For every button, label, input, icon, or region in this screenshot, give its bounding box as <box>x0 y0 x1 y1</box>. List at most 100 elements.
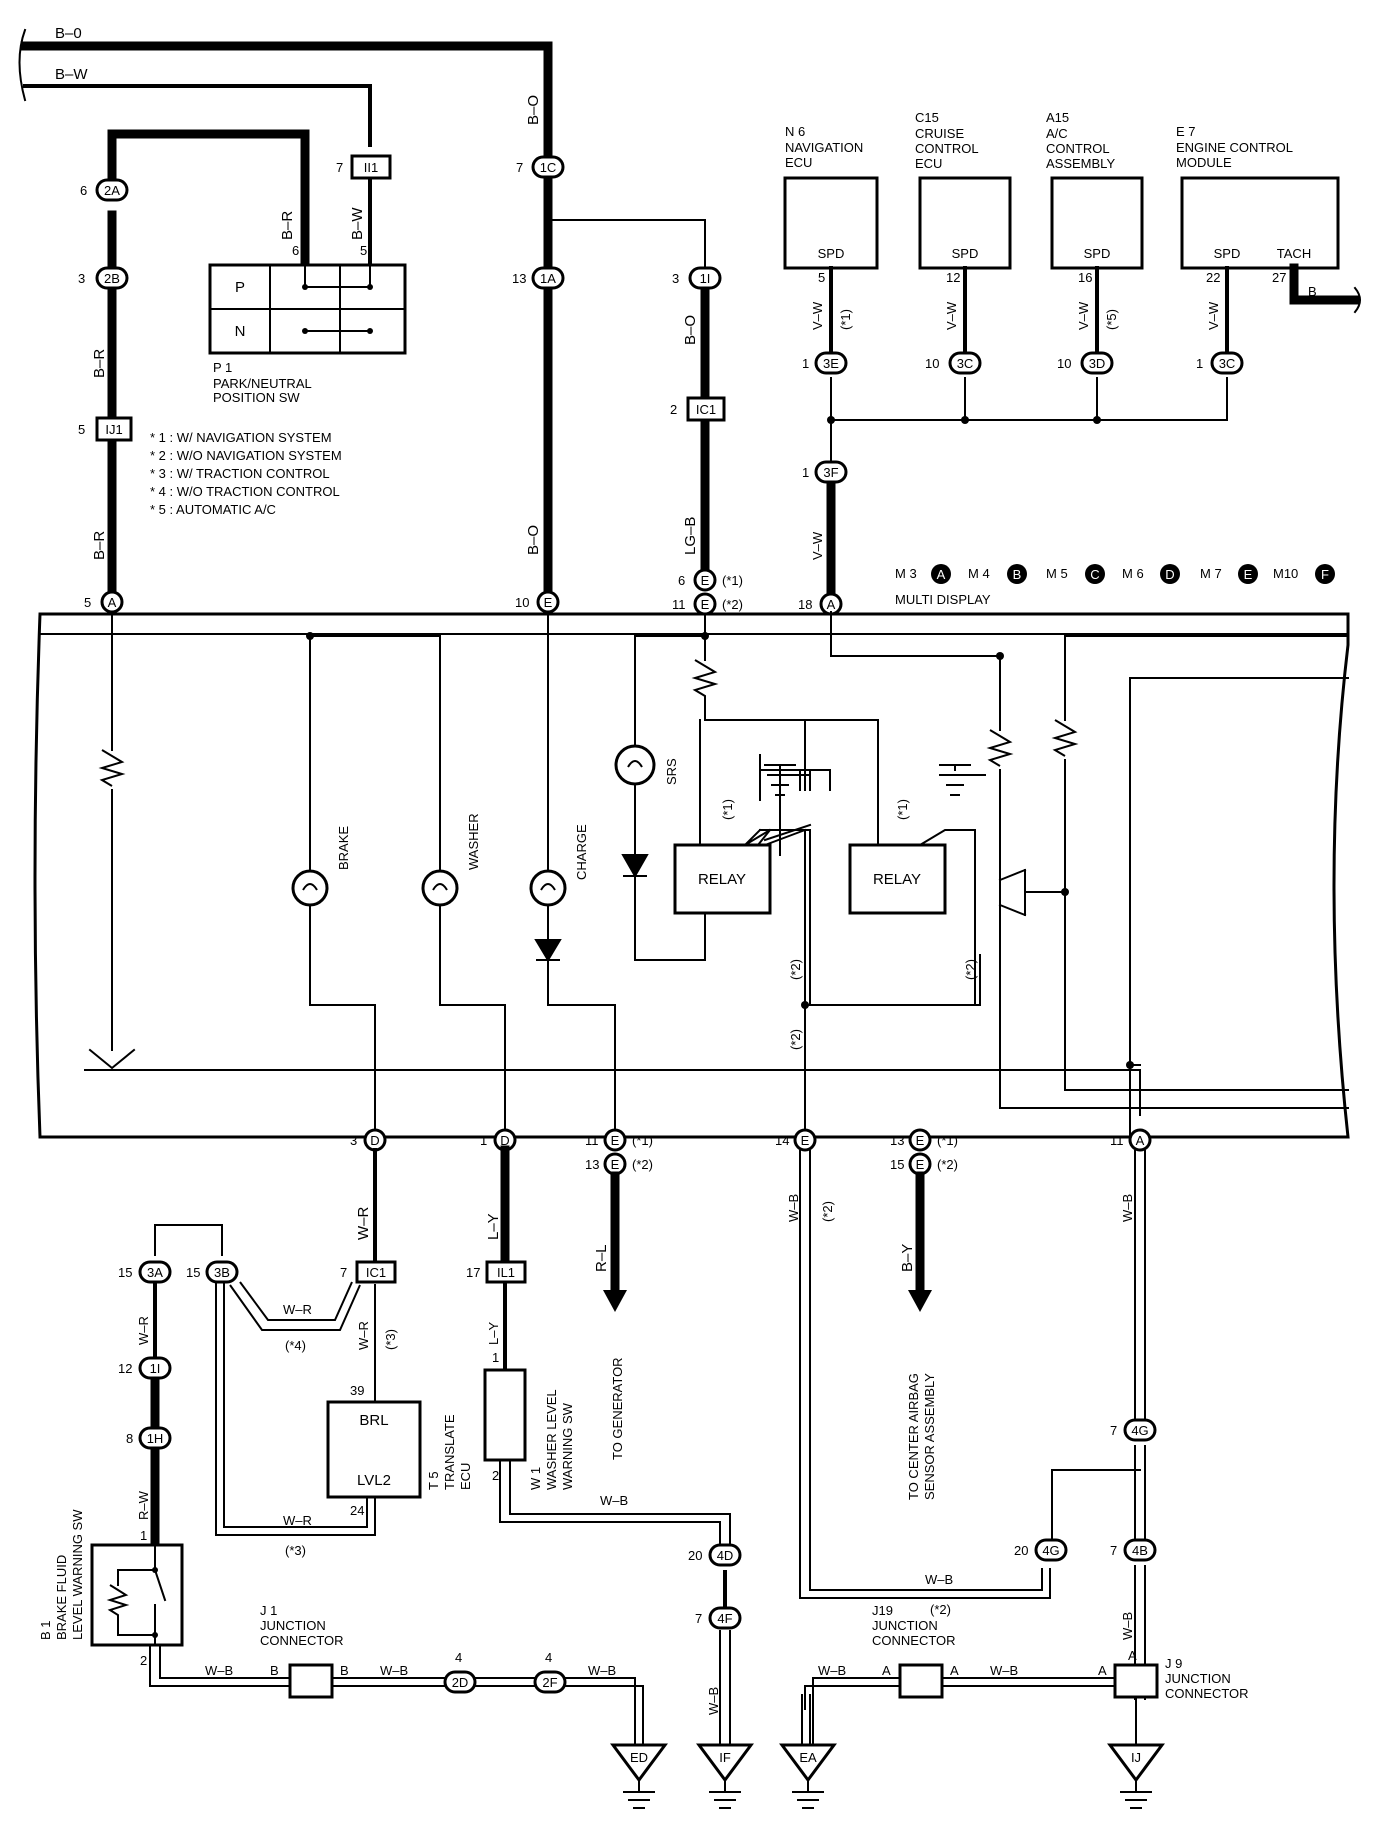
svg-text:D: D <box>1165 567 1174 582</box>
svg-text:* 1 : W/ NAVIGATION SYSTEM: * 1 : W/ NAVIGATION SYSTEM <box>150 430 332 445</box>
svg-text:RELAY: RELAY <box>698 871 746 888</box>
svg-text:IJ1: IJ1 <box>105 422 122 437</box>
svg-text:(*1): (*1) <box>720 799 735 820</box>
wire-br-label-2: B–R <box>91 349 108 378</box>
svg-text:(*2): (*2) <box>820 1201 835 1222</box>
svg-text:7: 7 <box>340 1265 347 1280</box>
connector-3a: 3A 15 <box>118 1260 172 1284</box>
svg-text:18: 18 <box>798 597 812 612</box>
connector-2b: 2B 3 <box>78 266 129 290</box>
svg-text:3: 3 <box>672 271 679 286</box>
svg-text:27: 27 <box>1272 270 1286 285</box>
svg-text:R–L: R–L <box>593 1244 610 1272</box>
svg-text:JUNCTION: JUNCTION <box>1165 1671 1231 1686</box>
svg-text:B–O: B–O <box>525 525 542 555</box>
svg-text:CONTROL: CONTROL <box>1046 141 1110 156</box>
svg-text:ED: ED <box>630 1750 648 1765</box>
connector-3b: 3B 15 <box>186 1260 239 1284</box>
connector-4d: 4D 20 <box>688 1543 742 1567</box>
svg-text:11: 11 <box>1110 1133 1124 1148</box>
svg-text:C15: C15 <box>915 110 939 125</box>
svg-text:20: 20 <box>1014 1543 1028 1558</box>
svg-text:L–Y: L–Y <box>486 1322 501 1345</box>
svg-text:CONTROL: CONTROL <box>915 141 979 156</box>
svg-text:E: E <box>701 573 710 588</box>
svg-text:10: 10 <box>1057 356 1071 371</box>
svg-text:3E: 3E <box>823 356 839 371</box>
svg-text:CRUISE: CRUISE <box>915 126 964 141</box>
svg-text:1: 1 <box>802 356 809 371</box>
destination-generator: TO GENERATOR <box>610 1357 625 1460</box>
svg-text:* 4 : W/O TRACTION CONTROL: * 4 : W/O TRACTION CONTROL <box>150 484 340 499</box>
svg-text:MODULE: MODULE <box>1176 155 1232 170</box>
svg-text:2: 2 <box>670 402 677 417</box>
connector-1a: 1A 13 <box>512 266 565 290</box>
svg-text:M 3: M 3 <box>895 566 917 581</box>
svg-text:13: 13 <box>585 1157 599 1172</box>
svg-text:2B: 2B <box>104 271 120 286</box>
svg-text:2A: 2A <box>104 183 120 198</box>
svg-text:V–W: V–W <box>810 531 825 560</box>
svg-text:1I: 1I <box>150 1361 161 1376</box>
ground-if: IF <box>696 1743 754 1809</box>
svg-text:11: 11 <box>672 597 686 612</box>
connector-3f: 3F 1 <box>802 460 848 484</box>
svg-text:(*2): (*2) <box>963 959 978 980</box>
svg-text:15: 15 <box>186 1265 200 1280</box>
svg-text:1: 1 <box>802 465 809 480</box>
svg-text:W 1: W 1 <box>528 1467 543 1490</box>
svg-text:TO GENERATOR: TO GENERATOR <box>610 1357 625 1460</box>
svg-text:3: 3 <box>78 271 85 286</box>
svg-text:12: 12 <box>946 270 960 285</box>
svg-text:SPD: SPD <box>1084 246 1111 261</box>
connector-3c: 3C 10 <box>925 351 982 375</box>
svg-text:NAVIGATION: NAVIGATION <box>785 140 863 155</box>
svg-text:24: 24 <box>350 1503 364 1518</box>
svg-text:IF: IF <box>719 1750 731 1765</box>
connector-4g-lower: 4G 20 <box>1014 1538 1068 1562</box>
svg-text:5: 5 <box>818 270 825 285</box>
svg-text:TRANSLATE: TRANSLATE <box>442 1414 457 1490</box>
svg-text:1C: 1C <box>540 160 557 175</box>
svg-text:1: 1 <box>480 1133 487 1148</box>
connector-1i: 1I 3 <box>672 266 722 290</box>
connector-3e: 3E 1 <box>802 351 848 375</box>
svg-text:V–W: V–W <box>944 301 959 330</box>
svg-text:3: 3 <box>350 1133 357 1148</box>
svg-text:2D: 2D <box>452 1675 469 1690</box>
connector-1h: 1H 8 <box>126 1426 172 1450</box>
svg-text:E: E <box>916 1133 925 1148</box>
svg-text:ASSEMBLY: ASSEMBLY <box>1046 156 1115 171</box>
svg-text:SPD: SPD <box>952 246 979 261</box>
svg-text:16: 16 <box>1078 270 1092 285</box>
svg-text:W–B: W–B <box>1120 1194 1135 1222</box>
b-r-circuit: B–R B–W B–R B–R <box>91 129 372 603</box>
park-switch-name-2: POSITION SW <box>213 390 300 405</box>
svg-text:3A: 3A <box>147 1265 163 1280</box>
ground-ed: ED <box>610 1743 668 1809</box>
svg-text:(*2): (*2) <box>930 1602 951 1617</box>
svg-text:4F: 4F <box>717 1611 732 1626</box>
svg-text:IC1: IC1 <box>366 1265 386 1280</box>
svg-text:15: 15 <box>890 1157 904 1172</box>
svg-text:3F: 3F <box>823 465 838 480</box>
wire-br-label-1: B–R <box>279 211 296 240</box>
connector-ij1: IJ1 5 <box>78 416 133 442</box>
svg-text:CONNECTOR: CONNECTOR <box>260 1633 344 1648</box>
svg-text:(*1): (*1) <box>895 799 910 820</box>
svg-text:39: 39 <box>350 1383 364 1398</box>
svg-text:V–W: V–W <box>810 301 825 330</box>
svg-text:W–R: W–R <box>355 1207 372 1241</box>
svg-text:BRL: BRL <box>359 1412 388 1429</box>
svg-text:J19: J19 <box>872 1603 893 1618</box>
svg-text:II1: II1 <box>364 160 378 175</box>
svg-text:T 5: T 5 <box>426 1471 441 1490</box>
svg-text:P 1: P 1 <box>213 360 232 375</box>
svg-text:6: 6 <box>678 573 685 588</box>
